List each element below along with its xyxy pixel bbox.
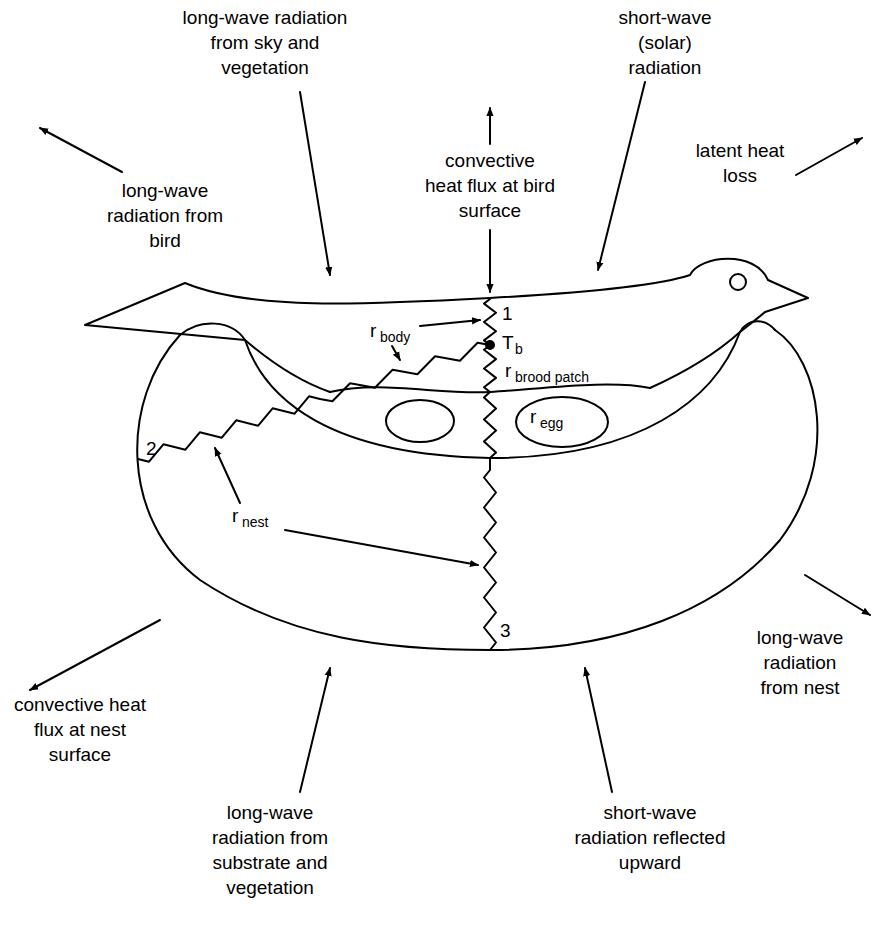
resistance-subscript: body xyxy=(380,329,410,345)
flux-arrow xyxy=(30,620,160,690)
flux-arrow xyxy=(300,92,330,275)
flux-arrow xyxy=(300,668,330,792)
resistance-symbol: r xyxy=(370,318,376,343)
egg xyxy=(516,397,608,447)
node-number: 3 xyxy=(500,618,511,643)
temperature-subscript: b xyxy=(515,341,523,357)
flux-label: long-wave radiation from nest xyxy=(744,625,856,700)
flux-label: convective heat flux at bird surface xyxy=(424,148,556,223)
nest-outline xyxy=(137,330,817,650)
flux-label: latent heat loss xyxy=(690,138,790,188)
resistance-subscript: egg xyxy=(540,415,563,431)
flux-arrow xyxy=(40,128,122,172)
node-number: 1 xyxy=(502,301,513,326)
flux-label: long-wave radiation from bird xyxy=(93,178,238,253)
bird-wing-left xyxy=(245,340,330,392)
resistance-subscript: brood patch xyxy=(515,369,589,385)
pointer-arrow xyxy=(420,320,480,326)
flux-arrow xyxy=(805,575,870,615)
nest-rim-left xyxy=(180,324,245,340)
resistor-network xyxy=(138,299,496,650)
body-temperature-node xyxy=(486,341,494,349)
pointer-arrow xyxy=(392,346,400,360)
pointer-arrow xyxy=(215,448,240,503)
egg xyxy=(386,400,454,442)
bird-eye xyxy=(730,274,746,290)
flux-arrow xyxy=(489,230,491,292)
resistance-symbol: r xyxy=(530,404,536,429)
node-number: 2 xyxy=(146,436,157,461)
resistance-symbol: r xyxy=(232,503,238,528)
resistance-subscript: nest xyxy=(242,514,268,530)
flux-arrow xyxy=(585,668,612,792)
flux-arrow xyxy=(796,138,862,175)
resistance-symbol: r xyxy=(505,358,511,383)
flux-arrow xyxy=(598,82,645,270)
bird-wing-right xyxy=(650,332,740,388)
bird-outline xyxy=(85,259,808,340)
pointer-arrow xyxy=(285,530,478,565)
flux-label: long-wave radiation from substrate and v… xyxy=(196,800,344,900)
flux-label: convective heat flux at nest surface xyxy=(10,692,150,767)
flux-label: long-wave radiation from sky and vegetat… xyxy=(170,5,360,80)
nest-cup xyxy=(245,332,740,458)
flux-arrow xyxy=(489,108,491,144)
nest-rim-right xyxy=(740,321,775,332)
flux-label: short-wave (solar) radiation xyxy=(605,5,725,80)
flux-label: short-wave radiation reflected upward xyxy=(566,800,734,875)
temperature-symbol: T xyxy=(502,330,514,355)
